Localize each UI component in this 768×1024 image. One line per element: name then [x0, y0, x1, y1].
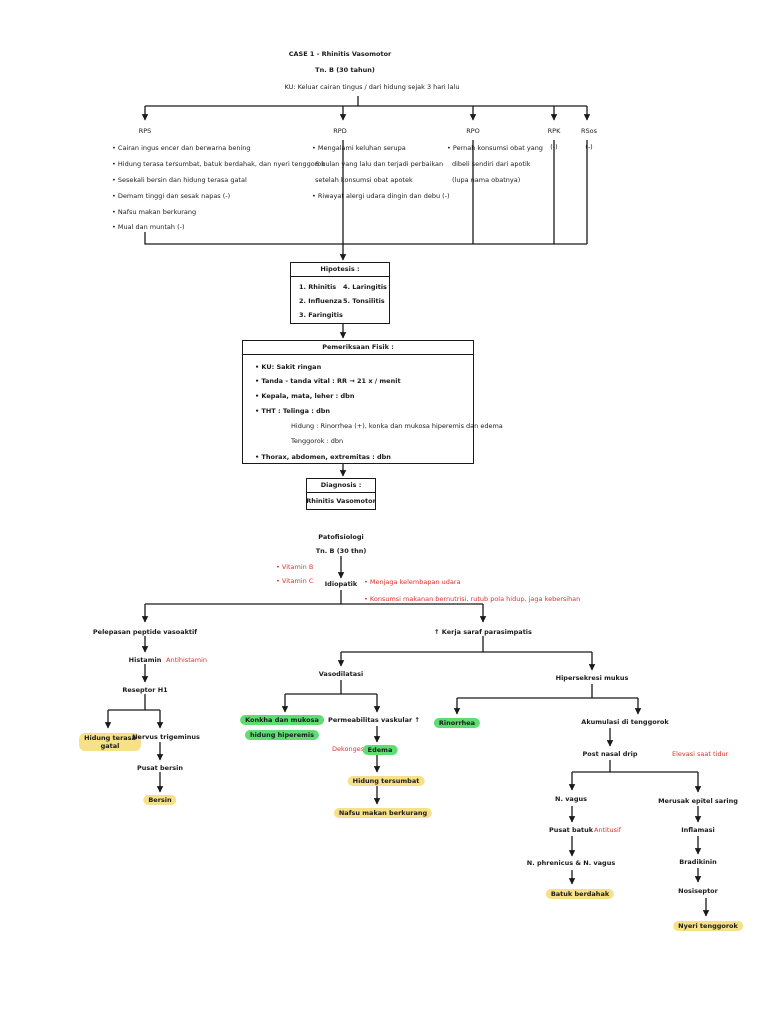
hipotesis-item: 2. Influenza [299, 297, 342, 305]
outcome-konka-mukosa: Konkha dan mukosa [240, 715, 324, 725]
pemeriksaan-item: • Tanda - tanda vital : RR → 21 x / meni… [255, 377, 401, 385]
pemeriksaan-item: • Thorax, abdomen, extremitas : dbn [255, 453, 391, 461]
node-reseptor-h1: Reseptor H1 [122, 686, 168, 694]
case-title: CASE 1 - Rhinitis Vasomotor [288, 50, 392, 58]
outcome-edema: Edema [362, 745, 398, 755]
node-kerja-saraf: ↑ Kerja saraf parasimpatis [434, 628, 532, 636]
diagnosis-box: Diagnosis : Rhinitis Vasomotor [306, 478, 376, 510]
outcome-hidung-tersumbat: Hidung tersumbat [347, 776, 425, 786]
treatment-antihistamin: Antihistamin [166, 656, 208, 664]
rpd-item: • Riwayat alergi udara dingin dan debu (… [312, 192, 450, 200]
node-nosiseptor: Nosiseptor [678, 887, 718, 895]
treatment-vitamin-c: • Vitamin C [276, 577, 314, 585]
node-akumulasi: Akumulasi di tenggorok [581, 718, 669, 726]
outcome-hidung-hiperemis: hidung hiperemis [244, 730, 320, 740]
node-vasodilatasi: Vasodilatasi [318, 670, 364, 678]
rpo-item: dibeli sendiri dari apotik [452, 160, 531, 168]
treatment-vitamin-b: • Vitamin B [276, 563, 314, 571]
pemeriksaan-item: • THT : Telinga : dbn [255, 407, 331, 415]
node-pusat-batuk: Pusat batuk [548, 826, 594, 834]
hipotesis-title: Hipotesis : [291, 263, 389, 277]
node-n-phrenicus: N. phrenicus & N. vagus [526, 859, 616, 867]
pemeriksaan-item: • Kepala, mata, leher : dbn [255, 392, 355, 400]
outcome-hidung-gatal-line1: Hidung terasa [84, 734, 136, 742]
node-permeabilitas: Permeabilitas vaskular ↑ [328, 716, 420, 724]
patient-label: Tn. B (30 tahun) [315, 66, 375, 74]
outcome-hidung-gatal-line2: gatal [100, 742, 120, 750]
outcome-nyeri-tenggorok: Nyeri tenggorok [673, 921, 743, 931]
node-bradikinin: Bradikinin [679, 858, 717, 866]
rps-item: • Cairan ingus encer dan berwarna bening [112, 144, 251, 152]
outcome-rinorrhea: Rinorrhea [433, 718, 481, 728]
node-n-vagus: N. vagus [555, 795, 587, 803]
hipotesis-item: 1. Rhinitis [299, 283, 337, 291]
rpo-item: (lupa nama obatnya) [452, 176, 521, 184]
outcome-hidung-gatal: Hidung terasa gatal [79, 733, 141, 751]
pemeriksaan-title: Pemeriksaan Fisik : [243, 341, 473, 355]
treatment-menjaga: • Menjaga kelembapan udara [364, 578, 461, 586]
rps-title: RPS [138, 127, 152, 135]
pemeriksaan-item: • KU: Sakit ringan [255, 363, 322, 371]
rps-item: • Sesekali bersin dan hidung terasa gata… [112, 176, 247, 184]
rpo-item: • Pernah konsumsi obat yang [447, 144, 543, 152]
rsos-value: (-) [585, 143, 593, 151]
node-idiopatik: Idiopatik [324, 580, 358, 588]
patofisiologi-title: Patofisiologi [318, 533, 364, 541]
rsos-title: RSos [580, 127, 598, 135]
rpk-value: (-) [550, 143, 558, 151]
outcome-bersin: Bersin [143, 795, 177, 805]
treatment-dekongestan: Dekongestan [332, 745, 375, 753]
patofisiologi-patient: Tn. B (30 thn) [315, 547, 367, 555]
rps-item: • Demam tinggi dan sesak napas (-) [112, 192, 231, 200]
node-inflamasi: Inflamasi [681, 826, 715, 834]
outcome-nafsu-makan: Nafsu makan berkurang [333, 808, 433, 818]
treatment-elevasi: Elevasi saat tidur [672, 750, 729, 758]
rpd-item: setelah konsumsi obat apotek [315, 176, 413, 184]
diagnosis-value: Rhinitis Vasomotor [306, 497, 376, 505]
hipotesis-item: 3. Faringitis [299, 311, 343, 319]
treatment-antitusif: Antitusif [594, 826, 622, 834]
node-nervus-trigeminus: Nervus trigeminus [132, 733, 200, 741]
node-hipersekresi: Hipersekresi mukus [555, 674, 629, 682]
node-merusak-epitel: Merusak epitel saring [658, 797, 738, 805]
chief-complaint: KU: Keluar cairan tingus / dari hidung s… [284, 83, 460, 91]
hipotesis-box: Hipotesis : 1. Rhinitis 4. Laringitis 2.… [290, 262, 390, 324]
pemeriksaan-box: Pemeriksaan Fisik : • KU: Sakit ringan •… [242, 340, 503, 464]
rpd-item: 6 bulan yang lalu dan terjadi perbaikan [315, 160, 444, 168]
treatment-konsumsi: • Konsumsi makanan bernutrisi, rutub pol… [364, 595, 581, 603]
rps-item: • Mual dan muntah (-) [112, 223, 185, 231]
node-post-nasal-drip: Post nasal drip [582, 750, 638, 758]
pemeriksaan-item: Hidung : Rinorrhea (+), konka dan mukosa… [291, 422, 503, 430]
rpo-title: RPO [466, 127, 480, 135]
rps-item: • Nafsu makan berkurang [112, 208, 197, 216]
rpk-title: RPK [547, 127, 561, 135]
node-histamin: Histamin [128, 656, 162, 664]
outcome-batuk-berdahak: Batuk berdahak [545, 889, 615, 899]
rpd-item: • Mengalami keluhan serupa [312, 144, 406, 152]
rps-item: • Hidung terasa tersumbat, batuk berdaha… [112, 160, 326, 168]
node-pelepasan-peptide: Pelepasan peptide vasoaktif [92, 628, 198, 636]
hipotesis-item: 5. Tonsilitis [343, 297, 385, 305]
rpd-title: RPD [333, 127, 347, 135]
diagnosis-title: Diagnosis : [307, 479, 375, 493]
pemeriksaan-item: Tenggorok : dbn [291, 437, 344, 445]
node-pusat-bersin: Pusat bersin [136, 764, 184, 772]
hipotesis-item: 4. Laringitis [343, 283, 387, 291]
